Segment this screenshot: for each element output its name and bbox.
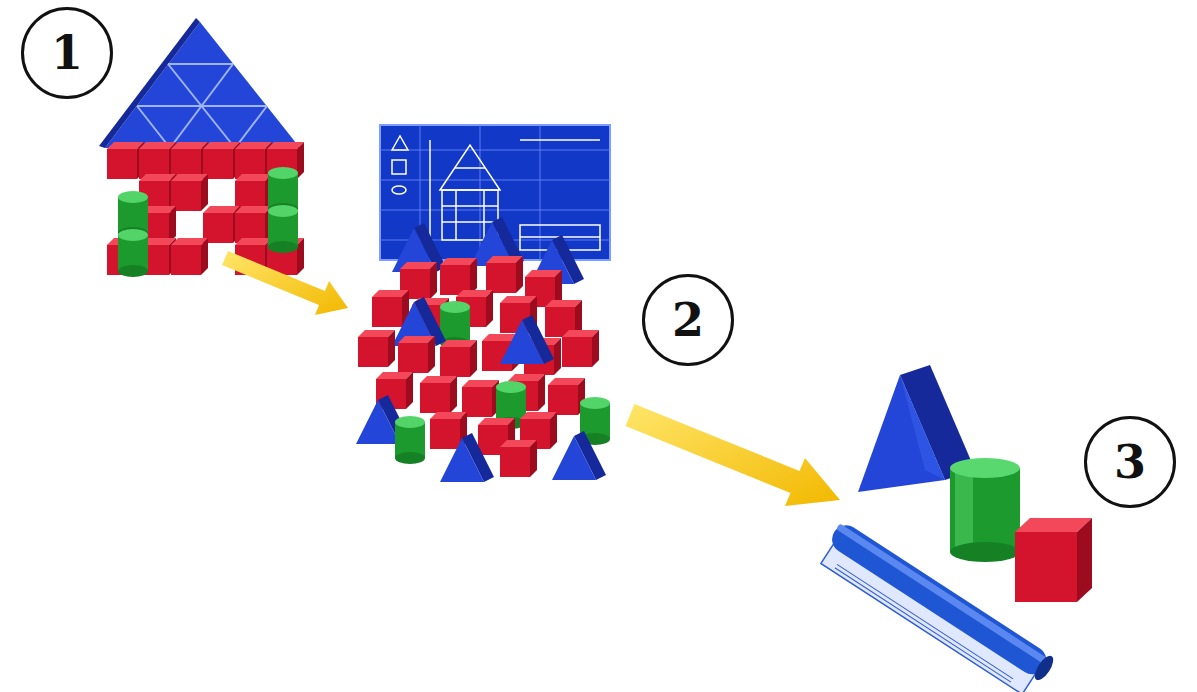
callout-circle: 3	[1084, 416, 1176, 508]
callout-number: 2	[672, 297, 704, 343]
house-model	[99, 18, 304, 277]
parts-pile	[356, 217, 610, 482]
callout-circle: 2	[642, 274, 734, 366]
callout-number: 3	[1114, 439, 1146, 485]
yellow-arrow	[222, 251, 348, 315]
callout-number: 1	[51, 30, 83, 76]
primitive-blocks	[858, 365, 1092, 602]
yellow-arrow	[626, 404, 841, 506]
callout-circle: 1	[21, 7, 113, 99]
